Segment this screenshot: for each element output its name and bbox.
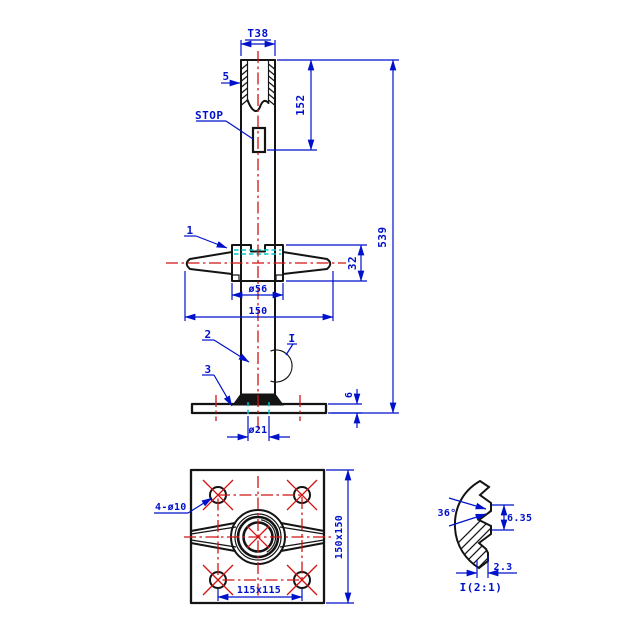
dim-depth: 2.3 [494,562,513,573]
detail-view-title: I(2:1) [460,581,503,594]
wing-right [282,251,332,275]
centerlines [166,51,346,430]
plan-centerlines [184,476,331,598]
dim-base-hole-diameter: ø21 [249,425,268,436]
stop-pin [251,126,267,154]
detail-marker: I [288,332,295,345]
front-view: T38 5 STOP 152 539 1 32 ø56 150 2 I 3 6 … [166,27,399,441]
plan-dimensions [154,469,354,604]
thread-hatch-left [241,63,248,106]
dim-total-height: 539 [376,226,389,247]
dim-pitch: 6.35 [507,513,532,524]
dim-flank-angle: 36° [438,508,457,519]
bolt-pattern-square [217,494,303,581]
balloon-1: 1 [186,224,193,237]
dim-wing-span: 150 [249,306,268,317]
hidden-lines [247,402,270,415]
detail-indicator-circle [270,349,293,383]
balloon-2: 2 [204,328,211,341]
detail-view: 36° 6.35 2.3 I(2:1) [438,480,532,594]
dim-corner-holes: 4-ø10 [155,502,187,513]
nut-hub [231,244,284,282]
screw-rod [240,59,276,405]
dim-plate-size: 150x150 [334,515,345,559]
dim-hub-diameter: ø56 [249,284,268,295]
stop-label: STOP [195,109,224,122]
dim-thread-length: 152 [294,94,307,115]
thread-runout-curve [246,99,270,112]
balloon-3: 3 [204,363,211,376]
detail-dimensions [448,497,517,578]
thread-hatch-right [268,63,275,106]
dim-nut-height: 32 [346,256,359,270]
dim-thread-size: T38 [247,27,268,40]
plan-view: 4-ø10 150x150 115x115 [154,468,354,605]
front-dimensions [184,39,399,441]
dim-plate-thickness: 6 [344,392,355,398]
dim-hole-pattern: 115x115 [237,585,281,596]
wing-left [185,251,233,275]
dim-wall-thickness: 5 [222,70,229,83]
